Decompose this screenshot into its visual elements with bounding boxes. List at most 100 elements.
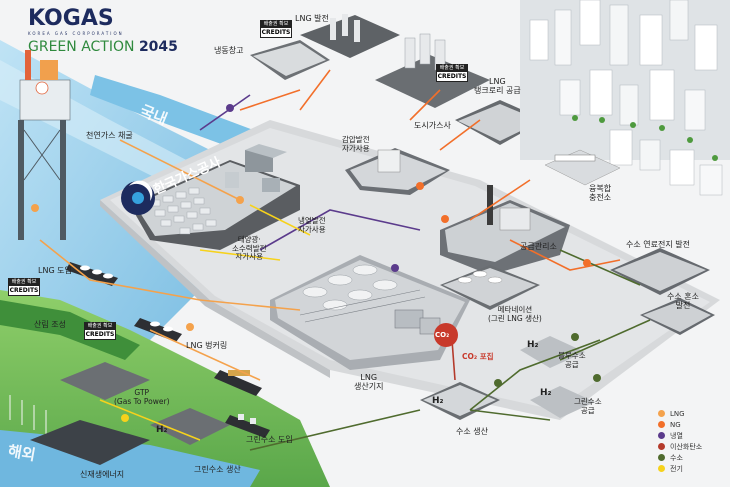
label-lng-tank: LNG 탱크로리 공급 [474, 77, 521, 96]
co2-badge-text: CO₂ [435, 331, 450, 339]
legend-label: 이산화탄소 [670, 442, 703, 451]
label-solar-self: 태양광· 소수력발전 자가사용 [232, 235, 267, 262]
board-body: CREDITS [9, 287, 39, 294]
solar-field [149, 187, 217, 235]
label-supply-station: 공급관리소 [520, 242, 557, 251]
label-h2-co-fire: 수소 혼소 발전 [667, 292, 699, 311]
credit-board-4: 배출권 확보 CREDITS [84, 322, 116, 340]
cold-storage-top [253, 43, 326, 76]
legend-label: 수소 [670, 453, 683, 462]
label-fuel-cell: 수소 연료전지 발전 [626, 240, 690, 249]
legend-dot [658, 421, 665, 428]
methanation-tanks [457, 270, 503, 284]
legend-label: 전기 [670, 464, 683, 473]
legend-label: NG [670, 420, 681, 429]
ship-lng-bunkering [134, 318, 182, 342]
board-header: 배출권 확보 [261, 21, 291, 28]
legend-item: 수소 [658, 452, 722, 463]
supply-station-building [499, 207, 531, 231]
lng-pipes [299, 289, 441, 335]
label-lng-power: LNG 발전 [295, 14, 329, 23]
lng-silos [404, 33, 446, 71]
kogas-emblem [121, 180, 155, 215]
kogas-logo: KOGAS [28, 6, 114, 31]
legend-label: 냉열 [670, 431, 683, 440]
slogan-green: GREEN ACTION [28, 39, 135, 55]
label-green-h2-prod: 그린수소 생산 [194, 465, 241, 474]
credit-board-2: 배출권 확보 CREDITS [436, 64, 468, 82]
corp-name: KOREA GAS CORPORATION [28, 31, 124, 36]
hq-buildings [225, 144, 287, 192]
legend-dot [658, 454, 665, 461]
supply-station-top [445, 203, 565, 262]
gtp-block [60, 362, 150, 400]
credit-board-1: 배출권 확보 CREDITS [260, 20, 292, 38]
label-lng-base: LNG 생산기지 [354, 373, 384, 392]
label-hydrogen-station: 융복합 충전소 [589, 184, 612, 203]
board-header: 배출권 확보 [437, 65, 467, 72]
label-green-h2-import: 그린수소 도입 [246, 435, 293, 444]
flow-markers [31, 104, 601, 422]
legend-item: NG [658, 419, 722, 430]
board-header: 배출권 확보 [9, 279, 39, 286]
slogan: GREEN ACTION 2045 [28, 39, 178, 55]
solar-farm-overseas [30, 420, 150, 465]
label-methanation: 메타네이션 (그린 LNG 생산) [488, 305, 542, 323]
board-body: CREDITS [85, 331, 115, 338]
h2-badge-2: H₂ [540, 388, 552, 398]
region-overseas: 해외 [6, 441, 37, 465]
label-cold-storage: 냉동창고 [214, 46, 244, 55]
label-gas-extraction: 천연가스 채굴 [86, 131, 133, 140]
h2-badge-1: H₂ [527, 340, 539, 350]
green-h2-block [530, 386, 595, 418]
co-fire-top [643, 301, 711, 332]
legend-dot [658, 432, 665, 439]
lng-power-block [300, 15, 400, 58]
label-lng-import: LNG 도입 [38, 266, 72, 275]
ship-green-h2 [225, 414, 270, 438]
legend-dot [658, 465, 665, 472]
label-city-gas: 도시가스사 [414, 121, 451, 130]
h2-prod-overseas [150, 408, 230, 445]
h2-badge-4: H₂ [156, 425, 168, 435]
slogan-year: 2045 [138, 39, 178, 55]
ship-cargo [214, 370, 262, 396]
label-co2-capture: CO₂ 포집 [462, 352, 494, 361]
lng-base-top [275, 260, 465, 360]
offshore-rig [18, 50, 71, 240]
wind-turbines [9, 395, 47, 435]
legend-dot [658, 443, 665, 450]
board-header: 배출권 확보 [85, 323, 115, 330]
h2-badge-3: H₂ [432, 396, 444, 406]
label-pressure-power: 감압발전 자가사용 [342, 135, 370, 153]
legend-label: LNG [670, 409, 685, 418]
platform-edge [100, 200, 330, 378]
lng-power-tanks [330, 14, 360, 42]
label-blue-h2: 블루수소 공급 [558, 351, 586, 369]
supply-tower [487, 185, 493, 225]
blue-h2-block [520, 336, 585, 368]
city-skyline [520, 0, 730, 196]
label-h2-production: 수소 생산 [456, 427, 488, 436]
city-trees [572, 115, 718, 161]
co2-badge-circle [434, 323, 458, 347]
label-lng-bunkering: LNG 벙커링 [186, 341, 228, 350]
fuel-cell-top [614, 252, 706, 291]
board-body: CREDITS [437, 73, 467, 80]
legend-dot [658, 410, 665, 417]
legend-item: 냉열 [658, 430, 722, 441]
label-gtp: GTP (Gas To Power) [114, 388, 170, 406]
label-forest: 산림 조성 [34, 320, 66, 329]
hydrogen-station-roof [554, 154, 596, 162]
forest-strip [0, 300, 140, 360]
legend-item: LNG [658, 408, 722, 419]
legend-item: 이산화탄소 [658, 441, 722, 452]
pressure-building [377, 149, 401, 173]
label-renewable: 신재생에너지 [80, 470, 125, 479]
ship-lng-import [66, 262, 118, 286]
credit-board-3: 배출권 확보 CREDITS [8, 278, 40, 296]
label-cold-heat: 냉열발전 자가사용 [298, 216, 326, 234]
h2-production-top [423, 385, 496, 416]
